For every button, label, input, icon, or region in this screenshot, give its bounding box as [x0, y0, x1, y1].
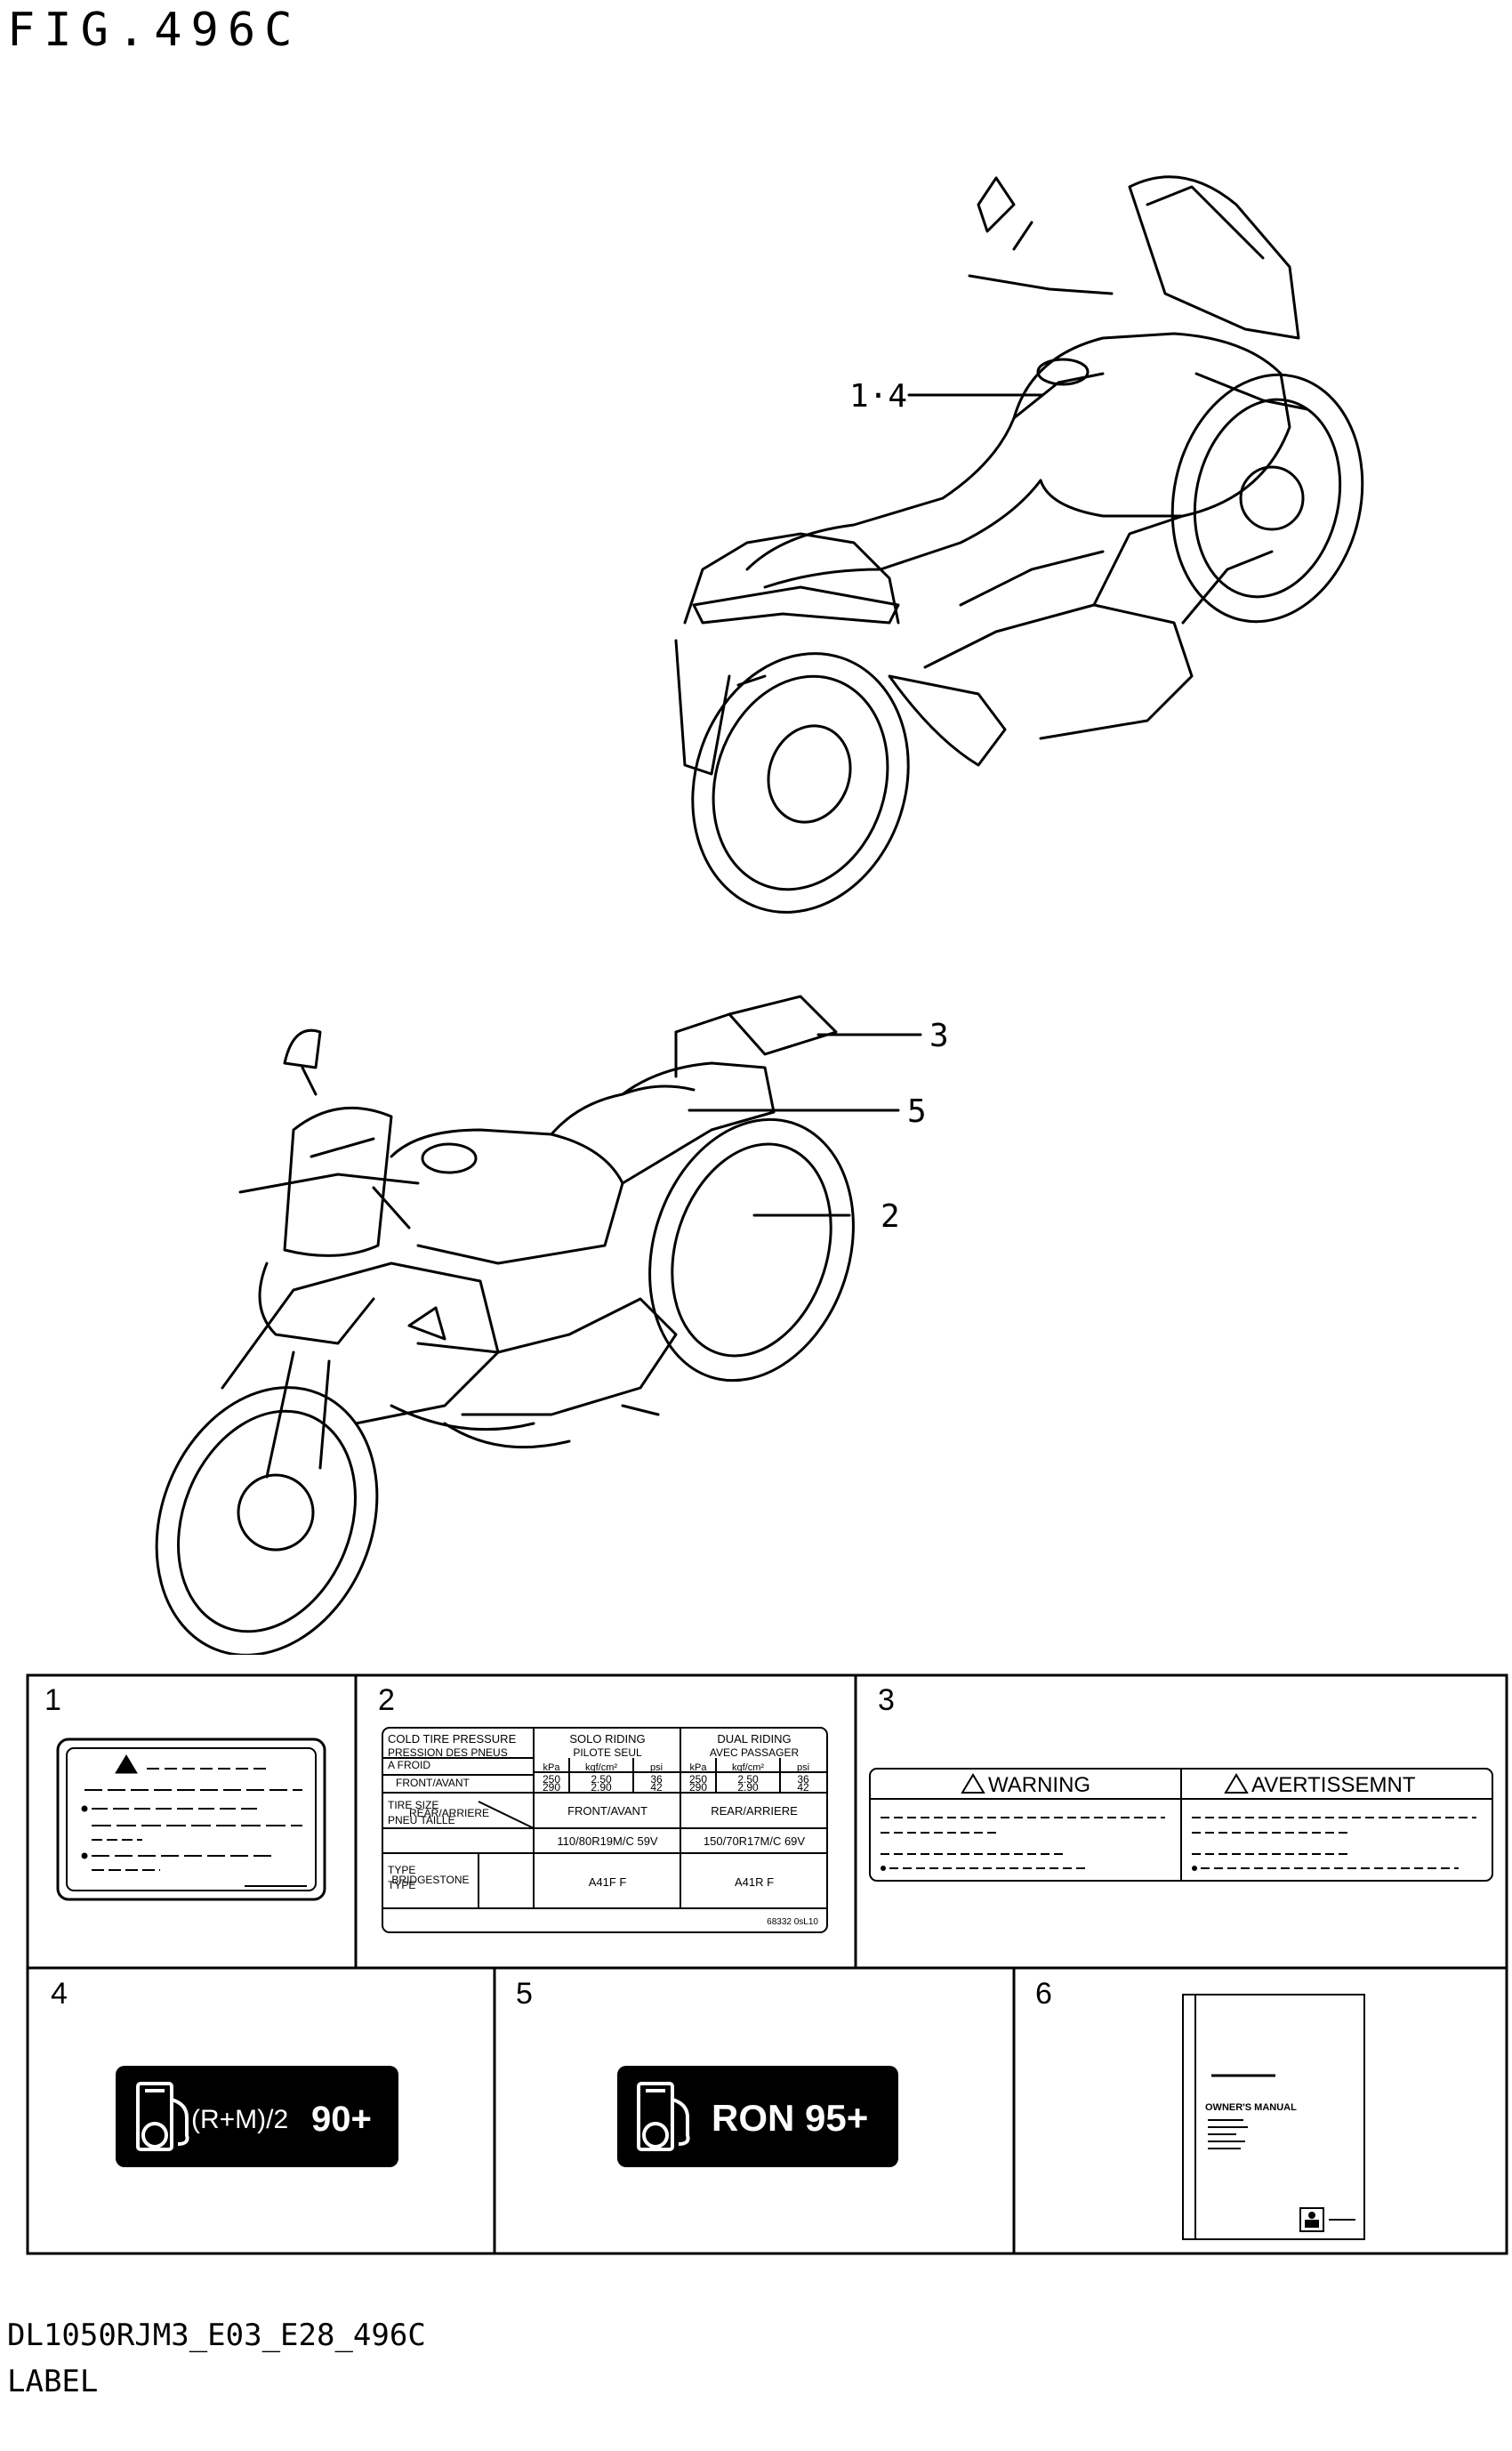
- drawing-code: DL1050RJM3_E03_E28_496C: [7, 2318, 426, 2353]
- rear-tire-type: A41R F: [735, 1875, 774, 1889]
- ron-value: RON 95+: [712, 2097, 868, 2139]
- fuel-pump-icon: [136, 2082, 189, 2151]
- label-1-warning: [56, 1737, 326, 1901]
- label-2-tire-information: COLD TIRE PRESSURE PRESSION DES PNEUS A …: [382, 1727, 828, 1933]
- solo-riding-fr-label: PILOTE SEUL: [573, 1746, 642, 1759]
- unit-cell: kgf/cm²: [732, 1762, 764, 1773]
- tire-brand: BRIDGESTONE: [391, 1874, 469, 1886]
- rear-pressure-cell: 42: [650, 1781, 663, 1794]
- panel-number-5: 5: [516, 1977, 533, 2011]
- front-tire-type: A41F F: [589, 1875, 627, 1889]
- front-pressure-cell: 36: [797, 1773, 809, 1786]
- fuel-pump-icon: [637, 2082, 690, 2151]
- dual-riding-label: DUAL RIDING: [717, 1732, 791, 1746]
- lower-motorcycle: [155, 995, 855, 1655]
- unit-cell: psi: [650, 1762, 663, 1773]
- dual-riding-fr-label: AVEC PASSAGER: [710, 1746, 800, 1759]
- octane-formula: (R+M)/2: [191, 2105, 288, 2134]
- front-pressure-cell: 250: [543, 1773, 560, 1786]
- unit-cell: psi: [797, 1762, 809, 1773]
- type-label-2: TYPE: [388, 1879, 415, 1891]
- drawing-name: LABEL: [7, 2364, 99, 2399]
- tire-label-part-code: 68332 0sL10: [767, 1917, 818, 1927]
- panel-number-6: 6: [1035, 1977, 1052, 2011]
- tire-pressure-title: COLD TIRE PRESSURE: [388, 1732, 517, 1746]
- panel-number-4: 4: [51, 1977, 68, 2011]
- solo-riding-label: SOLO RIDING: [569, 1732, 645, 1746]
- type-label: TYPE: [388, 1864, 415, 1876]
- manual-title: OWNER'S MANUAL: [1205, 2102, 1297, 2113]
- unit-cell: kgf/cm²: [585, 1762, 617, 1773]
- reader-icon: [1305, 2212, 1319, 2228]
- panel-number-2: 2: [378, 1683, 395, 1717]
- tire-size-label: TIRE SIZE: [388, 1799, 438, 1811]
- rear-tire-size: 150/70R17M/C 69V: [704, 1834, 806, 1848]
- callout-2: 2: [881, 1198, 900, 1235]
- motorcycle-illustrations: [155, 175, 1364, 1655]
- rear-pressure-cell: 290: [689, 1781, 707, 1794]
- label-parts-grid: 1 2 3 4 5 6: [26, 1673, 1508, 2255]
- label-6-owners-manual: OWNER'S MANUAL: [1182, 1994, 1365, 2240]
- avertissement-heading: AVERTISSEMNT: [1251, 1773, 1416, 1797]
- front-pressure-cell: 36: [650, 1773, 663, 1786]
- label-4-fuel-octane: (R+M)/2 90+: [116, 2066, 398, 2167]
- warning-heading: WARNING: [988, 1773, 1090, 1797]
- rear-column-header: REAR/ARRIERE: [711, 1804, 798, 1818]
- rear-pressure-cell: 2.90: [591, 1781, 612, 1794]
- warning-triangle-icon: [1224, 1773, 1249, 1794]
- octane-value: 90+: [311, 2100, 372, 2139]
- callout-3: 3: [929, 1018, 949, 1054]
- unit-cell: kPa: [690, 1762, 708, 1773]
- label-5-fuel-ron: RON 95+: [617, 2066, 898, 2167]
- callout-5: 5: [907, 1093, 927, 1130]
- warning-triangle-icon: [115, 1754, 138, 1774]
- callout-1-4: 1·4: [849, 378, 908, 415]
- front-tire-size: 110/80R19M/C 59V: [557, 1834, 658, 1848]
- unit-cell: kPa: [543, 1762, 561, 1773]
- panel-number-1: 1: [44, 1683, 61, 1717]
- tire-size-fr-label: PNEU TAILLE: [388, 1814, 455, 1826]
- tire-pressure-title-fr: PRESSION DES PNEUS: [388, 1746, 508, 1759]
- tire-pressure-title-fr2: A FROID: [388, 1759, 430, 1771]
- rear-pressure-cell: 2.90: [737, 1781, 759, 1794]
- panel-number-3: 3: [878, 1683, 895, 1717]
- front-pressure-cell: 2.50: [737, 1773, 759, 1786]
- front-pressure-cell: 250: [689, 1773, 707, 1786]
- rear-pressure-label: REAR/ARRIERE: [409, 1807, 489, 1819]
- front-pressure-label: FRONT/AVANT: [396, 1777, 470, 1789]
- rear-pressure-cell: 290: [543, 1781, 560, 1794]
- warning-triangle-icon: [961, 1773, 985, 1794]
- figure-title: FIG.496C: [7, 4, 302, 57]
- front-column-header: FRONT/AVANT: [567, 1804, 647, 1818]
- upper-motorcycle: [674, 175, 1364, 914]
- front-pressure-cell: 2.50: [591, 1773, 612, 1786]
- label-3-warning-bilingual: WARNING AVERTISSEMNT: [869, 1768, 1493, 1882]
- rear-pressure-cell: 42: [797, 1781, 809, 1794]
